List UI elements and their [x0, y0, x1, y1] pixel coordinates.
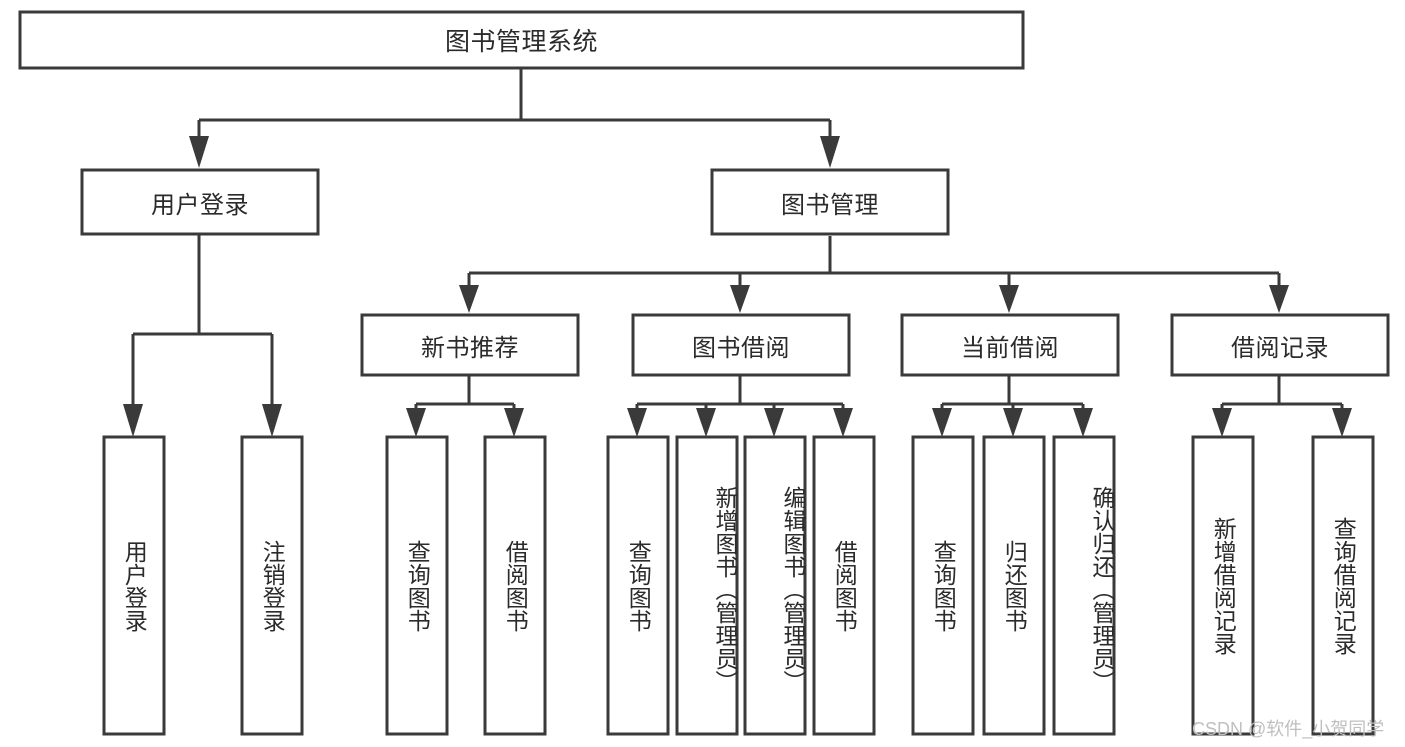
node-root-box[interactable] — [18, 10, 1025, 70]
leaf-box-logout[interactable] — [240, 435, 304, 736]
leaf-box-bb-add-book[interactable] — [675, 435, 739, 736]
leaf-box-nb-borrow-book[interactable] — [483, 435, 547, 736]
arrow-head-leaf-user-login — [123, 404, 143, 437]
arrow-head-nb-leaf-2 — [504, 408, 524, 437]
leaf-box-br-query-record[interactable] — [1311, 435, 1375, 736]
node-book-manage-box[interactable] — [710, 168, 950, 236]
arrow-head-cb-leaf-2 — [1003, 408, 1023, 437]
arrow-head-bb-leaf-4 — [833, 408, 853, 437]
arrow-head-bb-leaf-1 — [627, 408, 647, 437]
arrow-head-nb-leaf-1 — [406, 408, 426, 437]
arrow-head-cb-leaf-3 — [1073, 408, 1093, 437]
leaf-box-br-add-record[interactable] — [1191, 435, 1255, 736]
leaf-box-cb-query-book[interactable] — [911, 435, 975, 736]
arrow-head-book-borrow — [730, 285, 750, 313]
arrow-head-cb-leaf-1 — [932, 408, 952, 437]
arrow-head-new-book — [459, 285, 479, 313]
arrow-head-br-leaf-2 — [1332, 408, 1352, 437]
leaf-box-nb-query-book[interactable] — [385, 435, 449, 736]
arrow-head-borrow-record — [1269, 285, 1289, 313]
node-current-borrow-box[interactable] — [900, 313, 1120, 377]
leaf-box-cb-return-book[interactable] — [982, 435, 1046, 736]
node-user-login-box[interactable] — [80, 168, 320, 236]
arrow-head-book-manage — [820, 136, 840, 168]
leaf-box-bb-edit-book[interactable] — [743, 435, 807, 736]
leaf-box-bb-borrow-book[interactable] — [812, 435, 876, 736]
node-book-borrow-box[interactable] — [631, 313, 851, 377]
arrow-head-br-leaf-1 — [1212, 408, 1232, 437]
node-new-book-recommend-box[interactable] — [360, 313, 580, 377]
leaf-box-bb-query-book[interactable] — [606, 435, 670, 736]
arrow-head-leaf-logout — [262, 404, 282, 437]
arrow-head-bb-leaf-2 — [696, 408, 716, 437]
leaf-box-cb-confirm-return[interactable] — [1052, 435, 1116, 736]
arrow-head-user-login — [189, 136, 209, 168]
leaf-box-user-login[interactable] — [102, 435, 166, 736]
node-borrow-record-box[interactable] — [1170, 313, 1390, 377]
arrow-head-bb-leaf-3 — [764, 408, 784, 437]
arrow-head-current-borrow — [999, 285, 1019, 313]
